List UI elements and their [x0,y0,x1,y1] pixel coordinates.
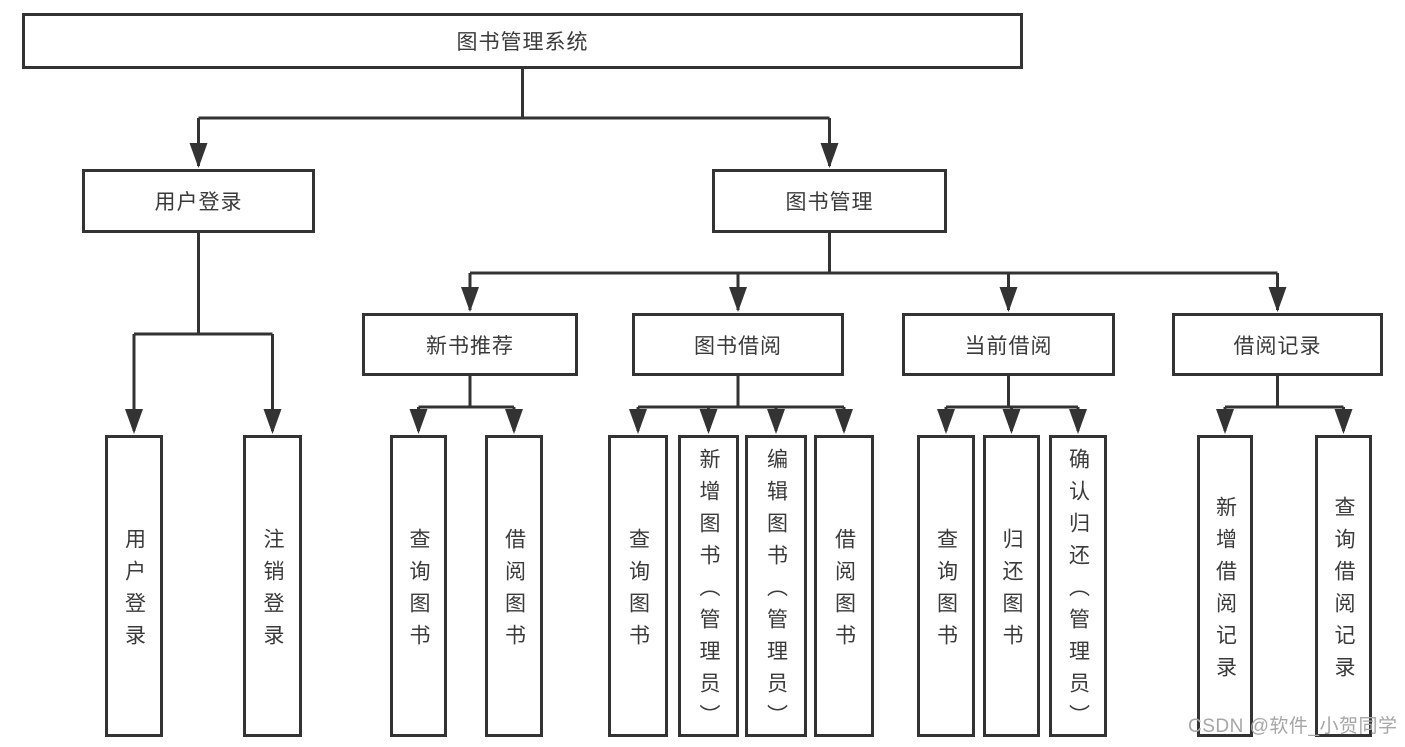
node-book-borrowing: 图书借阅 [632,313,844,376]
node-current-borrowing-label: 当前借阅 [964,334,1053,358]
leaf-query-books-recommend: 查询图书 [390,435,447,737]
node-new-book-recommend-label: 新书推荐 [426,334,514,358]
leaf-query-books-recommend-label: 查询图书 [407,527,430,656]
leaf-edit-book-admin-label: 编辑图书（管理员） [764,447,788,736]
node-borrowing-records: 借阅记录 [1172,313,1383,376]
leaf-user-login-label: 用户登录 [122,527,146,656]
leaf-add-book-admin: 新增图书（管理员） [678,435,739,737]
leaf-add-borrow-record-label: 新增借阅记录 [1213,495,1237,688]
leaf-logout-label: 注销登录 [261,527,284,656]
leaf-add-borrow-record: 新增借阅记录 [1197,435,1253,737]
node-user-login: 用户登录 [82,169,315,233]
leaf-add-book-admin-label: 新增图书（管理员） [697,447,720,736]
node-new-book-recommend: 新书推荐 [362,313,578,376]
leaf-borrow-books-recommend: 借阅图书 [485,435,543,737]
leaf-confirm-return-admin: 确认归还（管理员） [1049,435,1107,737]
leaf-logout: 注销登录 [243,435,302,737]
leaf-query-books-current: 查询图书 [917,435,975,737]
csdn-watermark: CSDN @软件_小贺同学 [1188,716,1398,737]
leaf-return-books: 归还图书 [983,435,1040,737]
node-user-login-label: 用户登录 [154,191,243,214]
node-book-management: 图书管理 [712,169,947,233]
leaf-query-books-borrowing: 查询图书 [608,435,668,737]
leaf-borrow-books-recommend-label: 借阅图书 [502,527,526,656]
leaf-user-login: 用户登录 [105,435,163,737]
leaf-borrow-books-borrowing: 借阅图书 [814,435,874,737]
node-root-label: 图书管理系统 [456,31,589,54]
node-borrowing-records-label: 借阅记录 [1233,334,1322,358]
leaf-borrow-books-borrowing-label: 借阅图书 [832,527,856,656]
leaf-confirm-return-admin-label: 确认归还（管理员） [1066,447,1090,736]
node-root: 图书管理系统 [22,13,1023,69]
leaf-query-borrow-record: 查询借阅记录 [1315,435,1372,737]
leaf-query-books-borrowing-label: 查询图书 [626,527,650,656]
leaf-return-books-label: 归还图书 [1000,527,1023,656]
node-current-borrowing: 当前借阅 [902,313,1115,376]
leaf-query-borrow-record-label: 查询借阅记录 [1332,495,1355,688]
node-book-management-label: 图书管理 [785,191,874,214]
leaf-edit-book-admin: 编辑图书（管理员） [745,435,807,737]
leaf-query-books-current-label: 查询图书 [934,527,958,656]
node-book-borrowing-label: 图书借阅 [694,334,782,358]
